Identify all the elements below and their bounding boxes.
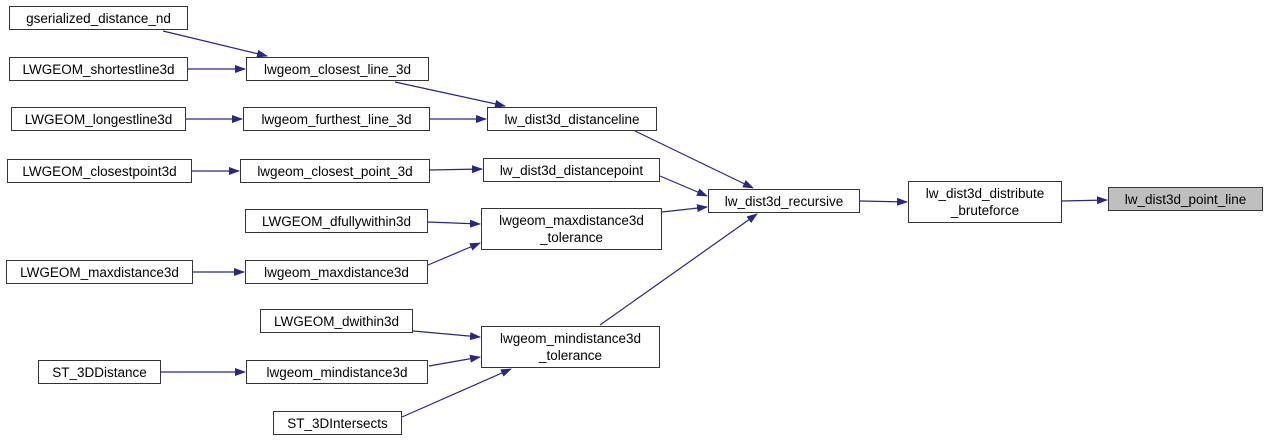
edge-lwgeom_closest_line_3d-to-lw_dist3d_distanceline — [394, 81, 506, 108]
node-lwgeom_mindistance3d_tolerance[interactable]: lwgeom_mindistance3d _tolerance — [481, 326, 660, 368]
node-label: lwgeom_maxdistance3d — [264, 264, 409, 280]
edge-lw_dist3d_distanceline-to-lw_dist3d_recursive — [634, 130, 754, 189]
edge-lwgeom_mindistance3d-to-lwgeom_mindistance3d_tolerance — [428, 354, 481, 367]
node-label: _tolerance — [539, 230, 604, 245]
node-label: _bruteforce — [950, 203, 1020, 218]
node-lwgeom_maxdistance3d_tolerance[interactable]: lwgeom_maxdistance3d _tolerance — [481, 208, 662, 250]
edge-lwgeom_maxdistance3d_tolerance-to-lw_dist3d_recursive — [661, 204, 708, 213]
node-label: lwgeom_closest_line_3d — [263, 61, 412, 77]
node-label: lw_dist3d_point_line — [1124, 191, 1247, 207]
edge-ST_3DIntersects-to-lwgeom_mindistance3d_tolerance — [401, 368, 512, 418]
node-label: lwgeom_mindistance3d — [266, 364, 408, 380]
node-label: gserialized_distance_nd — [26, 10, 171, 26]
node-lwgeom_furthest_line_3d[interactable]: lwgeom_furthest_line_3d — [243, 107, 430, 131]
node-LWGEOM_maxdistance3d[interactable]: LWGEOM_maxdistance3d — [6, 260, 193, 284]
edge-lwgeom_closest_point_3d-to-lw_dist3d_distancepoint — [429, 165, 483, 174]
node-label: lw_dist3d_distribute — [925, 186, 1045, 201]
node-LWGEOM_dfullywithin3d[interactable]: LWGEOM_dfullywithin3d — [245, 209, 428, 233]
node-label: LWGEOM_longestline3d — [24, 111, 173, 127]
node-label: lwgeom_mindistance3d — [499, 331, 642, 346]
edge-lwgeom_mindistance3d_tolerance-to-lw_dist3d_recursive — [599, 213, 758, 326]
node-LWGEOM_closestpoint3d[interactable]: LWGEOM_closestpoint3d — [7, 159, 192, 183]
node-label: lw_dist3d_distanceline — [504, 111, 640, 127]
node-LWGEOM_shortestline3d[interactable]: LWGEOM_shortestline3d — [9, 57, 188, 81]
node-label: LWGEOM_dwithin3d — [273, 313, 400, 329]
node-lwgeom_closest_line_3d[interactable]: lwgeom_closest_line_3d — [246, 57, 429, 81]
node-lwgeom_maxdistance3d[interactable]: lwgeom_maxdistance3d — [245, 260, 428, 284]
node-LWGEOM_longestline3d[interactable]: LWGEOM_longestline3d — [11, 107, 186, 131]
node-label: lw_dist3d_distancepoint — [499, 162, 644, 178]
node-label: lwgeom_furthest_line_3d — [261, 111, 412, 127]
edge-LWGEOM_dfullywithin3d-to-lwgeom_maxdistance3d_tolerance — [427, 219, 481, 228]
node-ST_3DIntersects[interactable]: ST_3DIntersects — [273, 411, 402, 435]
node-label: lwgeom_maxdistance3d — [499, 213, 644, 228]
node-label: LWGEOM_dfullywithin3d — [261, 213, 412, 229]
node-lw_dist3d_recursive[interactable]: lw_dist3d_recursive — [708, 189, 860, 213]
edge-LWGEOM_dwithin3d-to-lwgeom_mindistance3d_tolerance — [412, 330, 481, 341]
node-label: LWGEOM_shortestline3d — [22, 61, 175, 77]
node-label: lwgeom_closest_point_3d — [257, 163, 413, 179]
edge-lw_dist3d_distancepoint-to-lw_dist3d_recursive — [659, 175, 708, 197]
node-lwgeom_mindistance3d[interactable]: lwgeom_mindistance3d — [246, 360, 428, 384]
node-LWGEOM_dwithin3d[interactable]: LWGEOM_dwithin3d — [260, 309, 413, 333]
node-label: ST_3DDistance — [52, 364, 147, 380]
node-lw_dist3d_distribute_bruteforce[interactable]: lw_dist3d_distribute _bruteforce — [908, 181, 1062, 223]
node-gserialized_distance_nd[interactable]: gserialized_distance_nd — [9, 6, 188, 30]
edge-lw_dist3d_recursive-to-lw_dist3d_distribute_bruteforce — [859, 197, 908, 206]
edge-gserialized_distance_nd-to-lwgeom_closest_line_3d — [162, 30, 268, 58]
node-label: lw_dist3d_recursive — [724, 193, 844, 209]
node-lw_dist3d_point_line: lw_dist3d_point_line — [1108, 187, 1263, 211]
node-ST_3DDistance[interactable]: ST_3DDistance — [38, 360, 161, 384]
node-label: ST_3DIntersects — [287, 415, 388, 431]
node-label: _tolerance — [538, 348, 603, 363]
node-lw_dist3d_distanceline[interactable]: lw_dist3d_distanceline — [487, 107, 657, 131]
node-lwgeom_closest_point_3d[interactable]: lwgeom_closest_point_3d — [240, 159, 430, 183]
node-lw_dist3d_distancepoint[interactable]: lw_dist3d_distancepoint — [483, 158, 660, 182]
edge-lwgeom_maxdistance3d-to-lwgeom_maxdistance3d_tolerance — [427, 242, 481, 266]
node-label: LWGEOM_closestpoint3d — [22, 163, 177, 179]
node-label: LWGEOM_maxdistance3d — [20, 264, 179, 280]
edge-lw_dist3d_distribute_bruteforce-to-lw_dist3d_point_line — [1061, 196, 1108, 205]
